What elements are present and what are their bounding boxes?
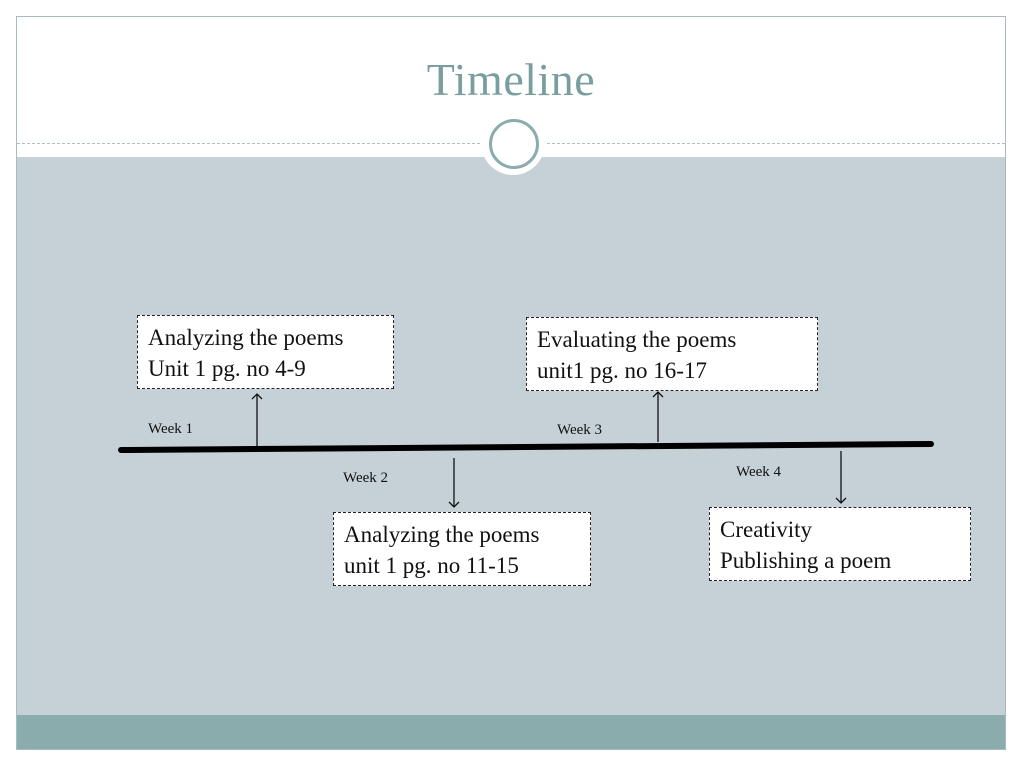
circle-ring <box>489 119 539 169</box>
timeline-line <box>118 441 934 453</box>
week-3-label: Week 3 <box>557 422 603 438</box>
week-4-line-1: Creativity <box>720 517 812 542</box>
content-area <box>17 157 1005 717</box>
week-1-box: Analyzing the poems Unit 1 pg. no 4-9 <box>137 315 394 389</box>
timeline-diagram <box>118 391 934 508</box>
circle-ornament-icon <box>481 111 545 175</box>
slide-title: Timeline <box>426 54 596 105</box>
week-2-label: Week 2 <box>343 470 389 486</box>
week-1-line-2: Unit 1 pg. no 4-9 <box>148 356 306 381</box>
week-4-label: Week 4 <box>736 464 782 480</box>
week-3-line-2: unit1 pg. no 16-17 <box>537 358 707 383</box>
week-2-box: Analyzing the poems unit 1 pg. no 11-15 <box>333 512 591 586</box>
week-3-box: Evaluating the poems unit1 pg. no 16-17 <box>526 317 818 391</box>
week-2-line-2: unit 1 pg. no 11-15 <box>344 553 519 578</box>
week-1-line-1: Analyzing the poems <box>148 325 344 350</box>
week-1-label: Week 1 <box>148 421 194 437</box>
week-4-line-2: Publishing a poem <box>720 548 892 573</box>
week-2-line-1: Analyzing the poems <box>344 522 540 547</box>
footer-band <box>17 715 1005 749</box>
week-3-line-1: Evaluating the poems <box>537 327 737 352</box>
week-4-box: Creativity Publishing a poem <box>709 507 971 581</box>
slide: Timeline Week 1 Week 2 Week 3 Week 4 Ana… <box>16 16 1006 750</box>
